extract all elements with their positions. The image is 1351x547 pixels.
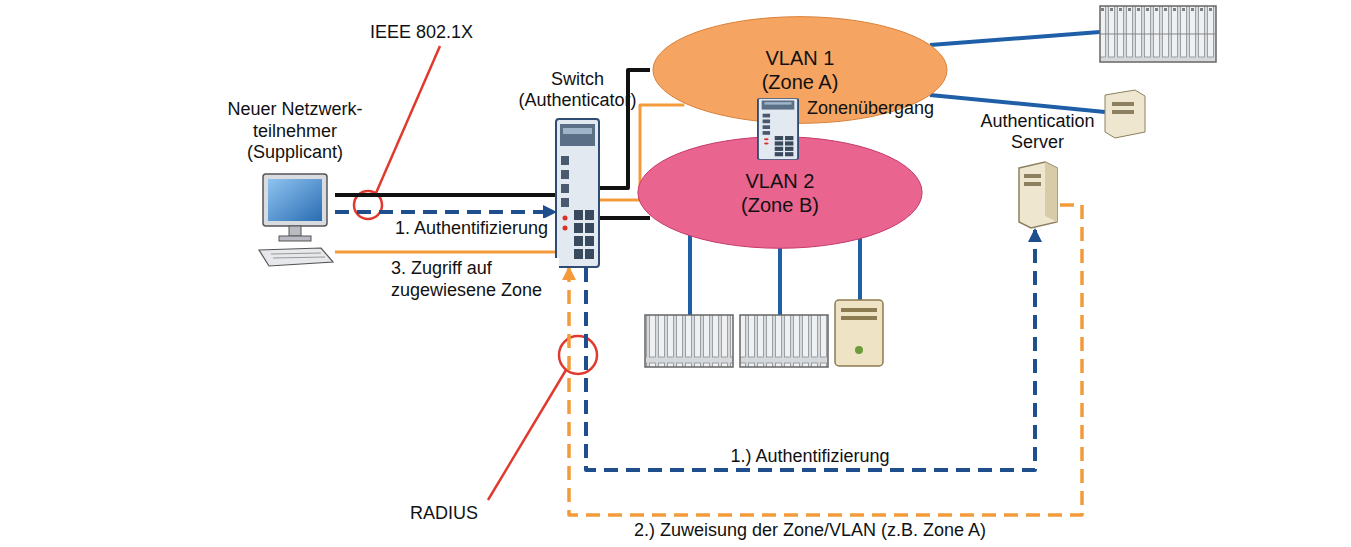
- edge-label: 1. Authentifizierung: [392, 218, 551, 240]
- connector: [335, 251, 555, 254]
- connector: [569, 205, 1082, 515]
- node-label: Authentication Server: [953, 111, 1123, 154]
- server-shape: [1015, 160, 1060, 230]
- connector: [335, 210, 555, 214]
- switch-shape: [757, 98, 799, 160]
- server-device: [835, 300, 883, 366]
- callout-label: RADIUS: [410, 503, 478, 525]
- switch-shape: [555, 118, 600, 268]
- edge-label: 2.) Zuweisung der Zone/VLAN (z.B. Zone A…: [631, 520, 989, 542]
- pc-shape: [255, 170, 335, 270]
- node-label: VLAN 2 (Zone B): [733, 169, 828, 217]
- connector: [600, 216, 650, 220]
- supplicant-pc: Neuer Netzwerk- teilnehmer (Supplicant): [255, 170, 335, 270]
- connector: [335, 193, 555, 197]
- auth-server: Authentication Server: [1015, 160, 1060, 230]
- rack-device: [1100, 6, 1216, 62]
- server-device: [1105, 90, 1145, 138]
- connector: [600, 70, 650, 188]
- node-label: VLAN 1 (Zone A): [753, 46, 848, 94]
- connector: [586, 230, 1035, 470]
- callout-label: IEEE 802.1X: [370, 22, 473, 44]
- node-label: Switch (Authenticator): [503, 69, 653, 112]
- node-label: Zonenübergang: [807, 98, 934, 120]
- edge-label: 3. Zugriff auf zugewiesene Zone: [388, 258, 559, 301]
- edge-label: 1.) Authentifizierung: [727, 446, 892, 468]
- rack-device: [645, 315, 828, 367]
- node-label: Neuer Netzwerk- teilnehmer (Supplicant): [220, 99, 370, 164]
- zone-gateway: Zonenübergang: [757, 98, 799, 160]
- switch-device: Switch (Authenticator): [555, 118, 600, 268]
- callout-marker: [488, 336, 597, 500]
